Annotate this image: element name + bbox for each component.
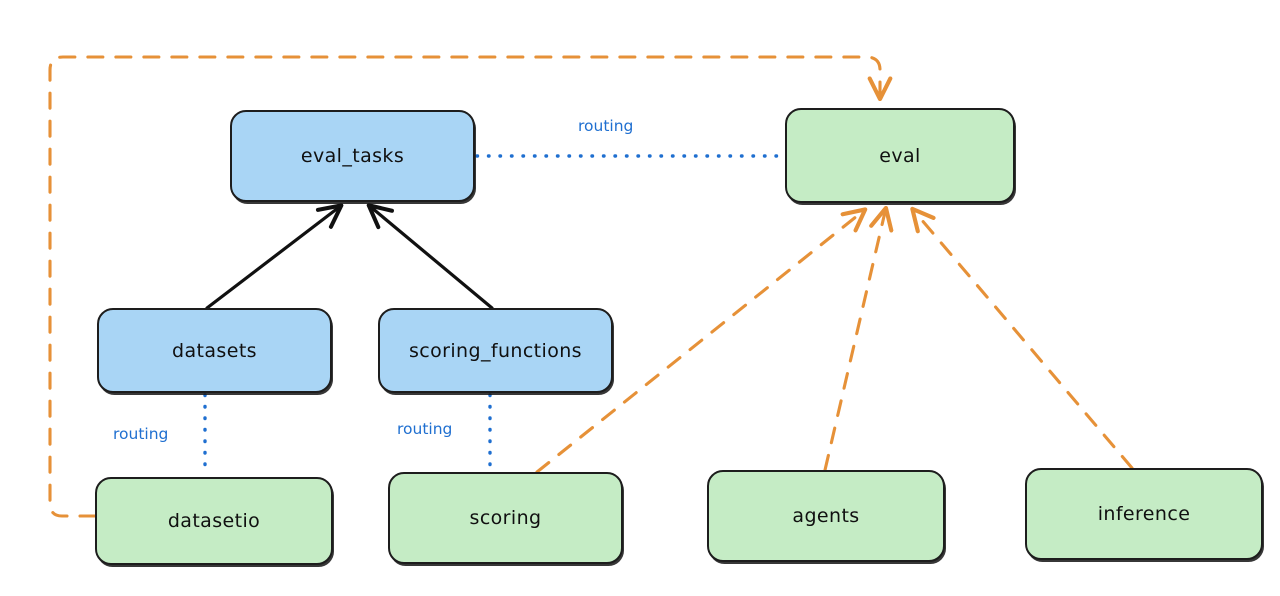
edge-agents-to-eval [823,205,894,472]
node-label-eval: eval [879,144,921,167]
edge-scoring-to-eval [535,207,868,474]
node-label-datasets: datasets [172,339,257,362]
node-eval-tasks[interactable]: eval_tasks [230,110,475,202]
node-agents[interactable]: agents [707,470,945,562]
node-datasets[interactable]: datasets [97,308,332,393]
edge-label-routing-eval-tasks-eval: routing [578,117,634,135]
edge-label-routing-scoring-functions-scoring: routing [397,420,453,438]
node-scoring-functions[interactable]: scoring_functions [378,308,613,393]
node-label-scoring: scoring [469,507,542,529]
edge-label-routing-datasets-datasetio: routing [113,425,169,443]
node-label-agents: agents [792,505,860,527]
node-datasetio[interactable]: datasetio [95,477,333,565]
edge-datasetio-to-eval [48,55,893,518]
edge-scoring_functions-to-eval_tasks [366,203,494,310]
node-label-eval-tasks: eval_tasks [300,145,405,167]
edge-datasets-to-eval_tasks [205,203,344,310]
node-label-inference: inference [1097,503,1191,525]
node-label-scoring-functions: scoring_functions [409,339,582,362]
node-label-datasetio: datasetio [167,510,261,532]
node-inference[interactable]: inference [1025,468,1263,560]
node-eval[interactable]: eval [785,108,1015,203]
edge-inference-to-eval [910,206,1134,470]
node-scoring[interactable]: scoring [388,472,623,564]
